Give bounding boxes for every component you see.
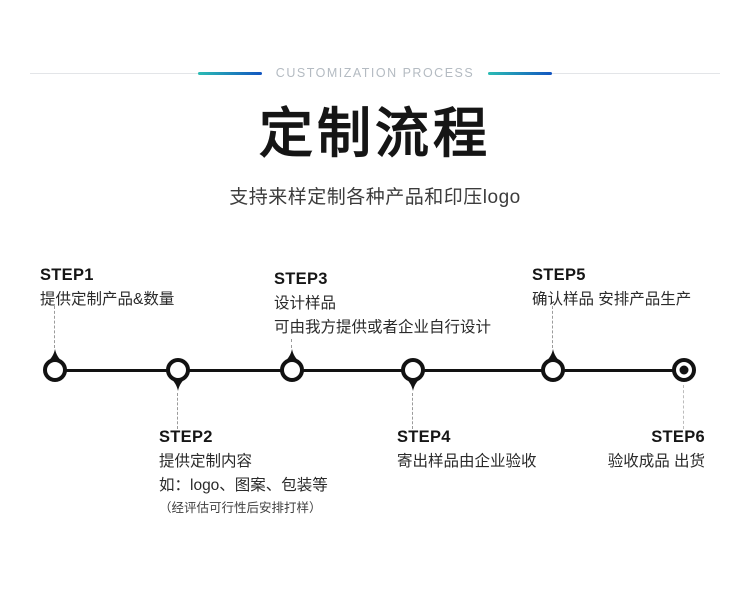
eyebrow-label: CUSTOMIZATION PROCESS — [275, 66, 475, 80]
step5-block: STEP5 确认样品 安排产品生产 — [532, 266, 691, 312]
connector-step5 — [552, 306, 553, 348]
step5-desc: 确认样品 安排产品生产 — [532, 291, 692, 308]
gradient-bar-left — [197, 71, 262, 75]
connector-step4 — [412, 393, 413, 429]
hairline-left — [30, 72, 198, 74]
timeline-node-step4 — [401, 358, 425, 391]
step4-block: STEP4 寄出样品由企业验收 — [397, 428, 537, 474]
step3-label: STEP3 — [274, 270, 328, 288]
timeline-line — [55, 369, 684, 372]
timeline-node-step6-bullseye — [672, 358, 696, 382]
step4-desc: 寄出样品由企业验收 — [397, 453, 537, 470]
page-title: 定制流程 — [259, 101, 491, 165]
timeline-node-step1 — [43, 349, 67, 382]
timeline-node-step3 — [280, 349, 304, 382]
step2-desc-2: 如：logo、图案、包装等 — [159, 477, 328, 495]
connector-step3 — [291, 339, 292, 348]
timeline-node-step5 — [541, 349, 565, 382]
step6-desc: 验收成品 出货 — [607, 453, 705, 470]
step6-block: STEP6 验收成品 出货 — [608, 428, 705, 474]
gradient-bar-right — [488, 71, 553, 75]
connector-step2 — [177, 393, 178, 429]
page-subtitle: 支持来样定制各种产品和印压logo — [229, 187, 521, 208]
step3-desc-1: 设计样品 — [274, 295, 337, 312]
step1-desc: 提供定制产品&数量 — [40, 291, 175, 308]
step3-block: STEP3 设计样品 可由我方提供或者企业自行设计 — [274, 270, 491, 340]
step2-desc-1: 提供定制内容 — [159, 453, 253, 470]
step3-desc-2: 可由我方提供或者企业自行设计 — [274, 319, 492, 337]
connector-step1 — [54, 306, 55, 348]
step4-label: STEP4 — [397, 428, 451, 446]
step1-block: STEP1 提供定制产品&数量 — [40, 266, 174, 312]
timeline-node-step2 — [166, 358, 190, 391]
step2-note: （经评估可行性后安排打样） — [159, 501, 322, 516]
connector-step6 — [683, 385, 684, 429]
step1-label: STEP1 — [40, 266, 94, 284]
step6-label: STEP6 — [651, 428, 705, 446]
step5-label: STEP5 — [532, 266, 586, 284]
step2-label: STEP2 — [159, 428, 213, 446]
step2-block: STEP2 提供定制内容 如：logo、图案、包装等 （经评估可行性后安排打样） — [159, 428, 328, 518]
hairline-right — [552, 72, 721, 74]
eyebrow-header: CUSTOMIZATION PROCESS — [0, 64, 750, 82]
